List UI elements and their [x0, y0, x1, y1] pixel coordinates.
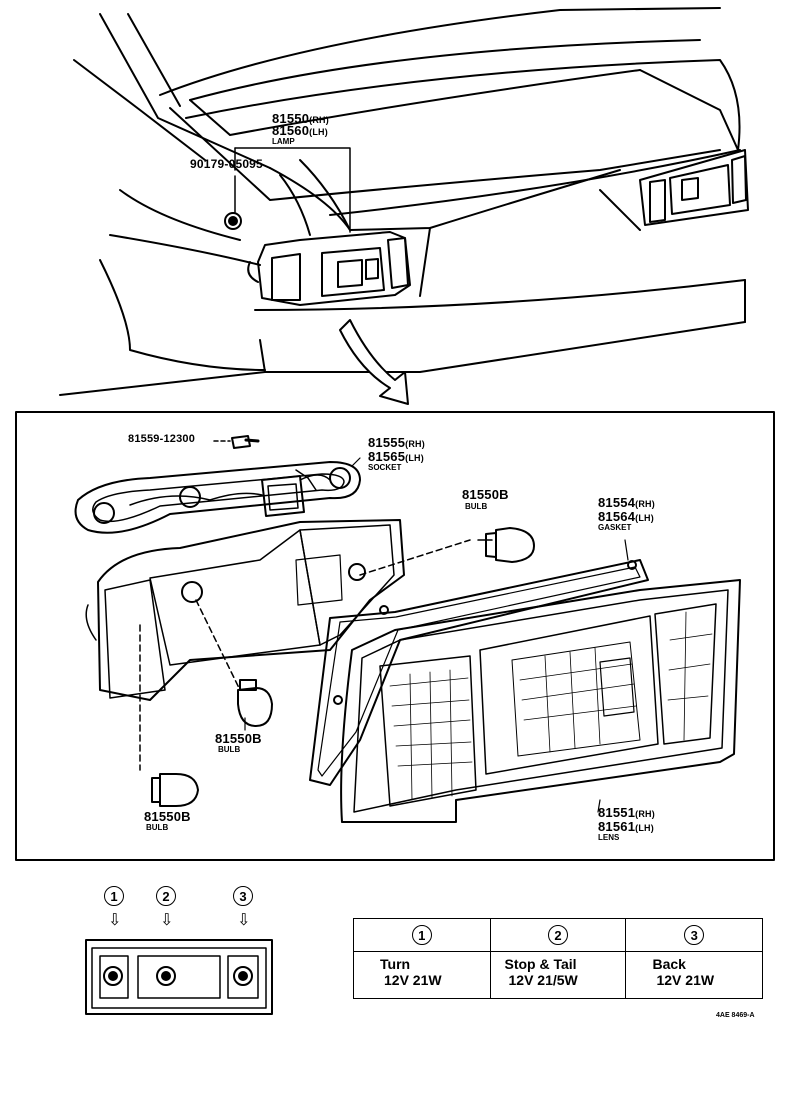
socket-part-number-lh: 81565(LH) — [368, 449, 424, 464]
gasket-part-number-rh: 81554(RH) — [598, 495, 655, 510]
bulb-upper — [477, 527, 535, 563]
table-cell-stop-tail: Stop & Tail 12V 21/5W — [489, 951, 627, 999]
figure-code: 4AE 8469-A — [716, 1012, 755, 1019]
down-arrow-icon-2: ⇩ — [160, 910, 174, 929]
marker-1: 1 — [104, 886, 124, 906]
marker-2: 2 — [156, 886, 176, 906]
bulb-spec-table: 1 2 3 Turn 12V 21W Stop & Tail 12V 21/5W… — [353, 918, 763, 999]
gasket-label: GASKET — [598, 523, 632, 532]
bulb-top-label: BULB — [465, 502, 488, 511]
bulb-middle — [237, 679, 273, 727]
lens-label: LENS — [598, 833, 620, 842]
down-arrow-icon-3: ⇩ — [237, 910, 251, 929]
marker-3: 3 — [233, 886, 253, 906]
table-cell-turn: Turn 12V 21W — [353, 951, 491, 999]
table-header-1: 1 — [353, 918, 491, 952]
lamp-part-number-rh: 81550(RH) — [272, 111, 329, 126]
lamp-part-number-lh: 81560(LH) — [272, 123, 328, 138]
bulb-lower-part-number: 81550B — [144, 809, 191, 824]
lens-part-number-lh: 81561(LH) — [598, 819, 654, 834]
lamp-rear-view — [85, 939, 273, 1015]
socket-part-number-rh: 81555(RH) — [368, 435, 425, 450]
exploded-lamp-parts — [74, 435, 741, 823]
table-header-2: 2 — [489, 918, 627, 952]
table-header-3: 3 — [625, 918, 763, 952]
bulb-lower — [151, 773, 199, 807]
lens-part-number-rh: 81551(RH) — [598, 805, 655, 820]
bulb-top-part-number: 81550B — [462, 487, 509, 502]
gasket-part-number-lh: 81564(LH) — [598, 509, 654, 524]
table-cell-back: Back 12V 21W — [625, 951, 763, 999]
bulb-middle-part-number: 81550B — [215, 731, 262, 746]
lamp-label: LAMP — [272, 137, 295, 146]
bulb-middle-label: BULB — [218, 745, 241, 754]
socket-label: SOCKET — [368, 463, 402, 472]
down-arrow-icon-1: ⇩ — [108, 910, 122, 929]
screw-part-number: 90179-05095 — [190, 157, 263, 171]
car-rear-view — [59, 7, 749, 405]
bulb-lower-label: BULB — [146, 823, 169, 832]
bolt-part-number: 81559-12300 — [128, 433, 196, 445]
